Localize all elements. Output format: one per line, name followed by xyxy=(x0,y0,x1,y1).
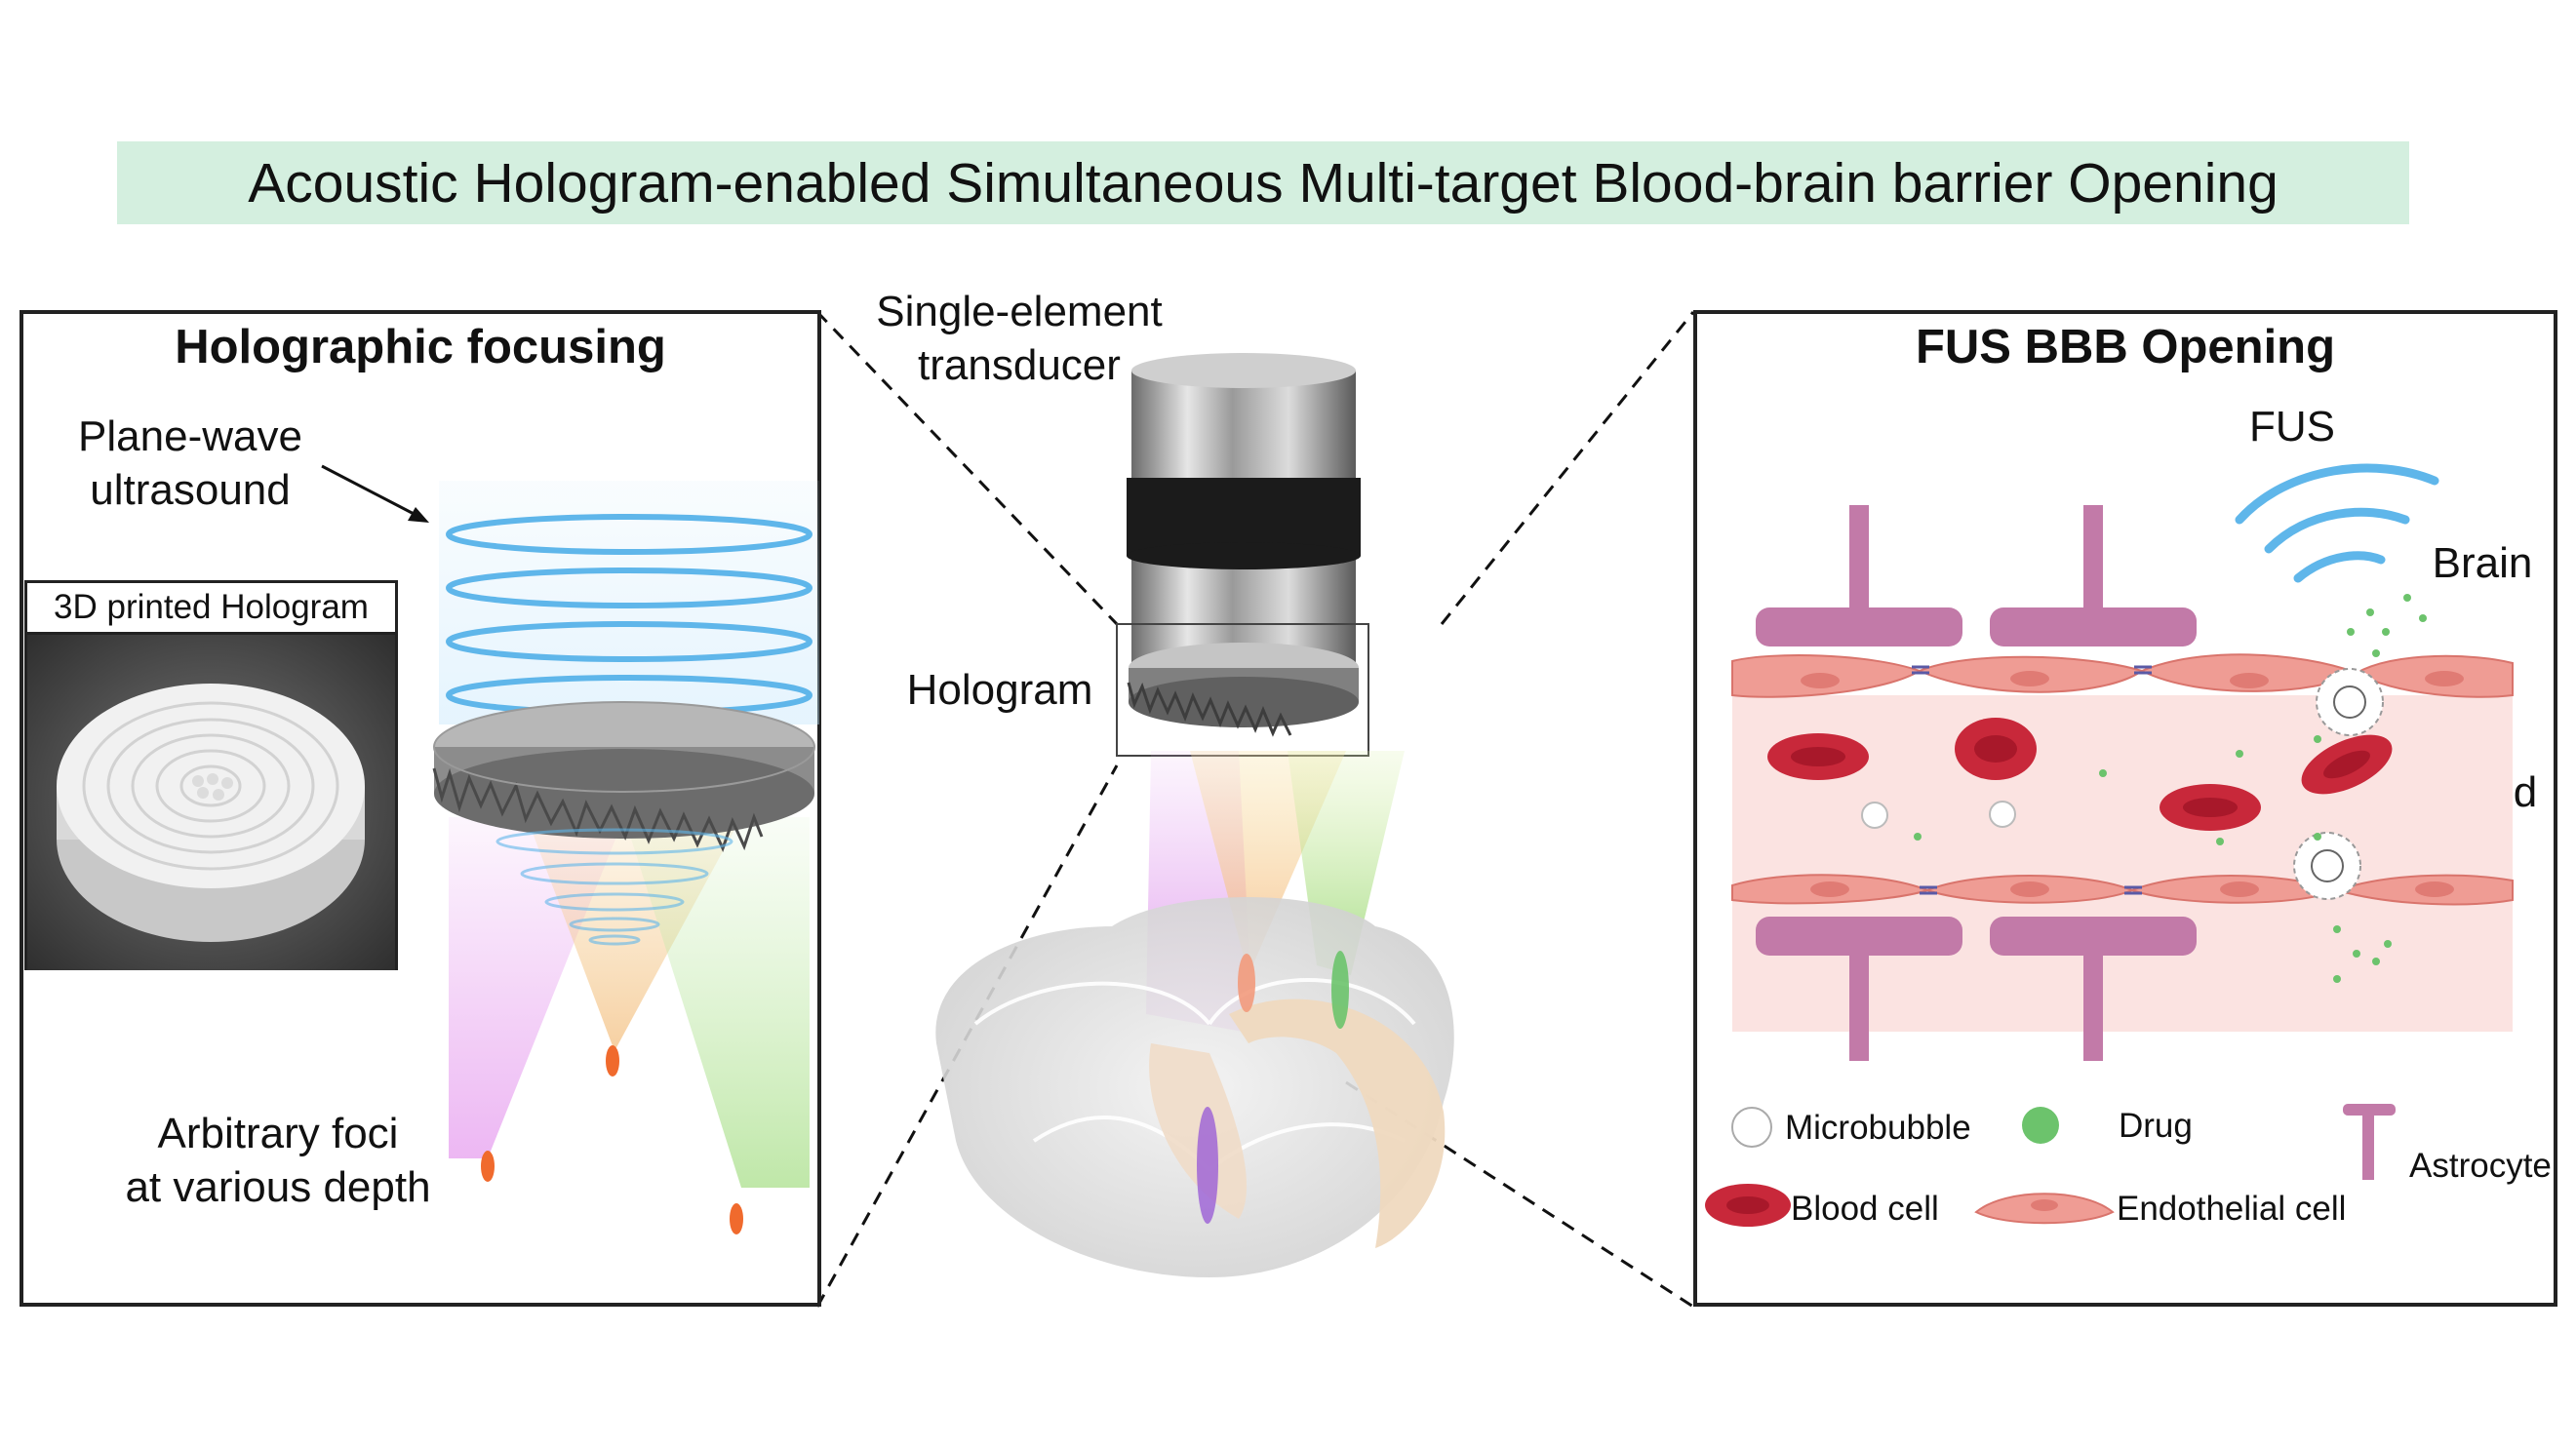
hologram-photo: 3D printed Hologram xyxy=(24,580,398,970)
transducer-brain-illustration xyxy=(935,353,1454,1277)
transducer-hologram-disc xyxy=(1127,643,1359,737)
focus-spot-right xyxy=(730,1203,743,1234)
legend-blood-cell-label: Blood cell xyxy=(1791,1190,1939,1228)
legend-astrocyte-icon xyxy=(2343,1104,2396,1180)
transducer-label-line1: Single-element xyxy=(876,288,1163,335)
mouse-brain xyxy=(935,897,1454,1277)
fus-wave-arcs xyxy=(2235,463,2439,583)
center-focus-green xyxy=(1331,951,1349,1029)
hologram-photo-image xyxy=(27,635,395,970)
legend-microbubble-label: Microbubble xyxy=(1785,1109,1971,1147)
fus-label: FUS xyxy=(2249,403,2335,450)
converging-rings xyxy=(495,828,733,946)
center-focus-orange xyxy=(1238,954,1255,1012)
holographic-focusing-illustration xyxy=(321,464,819,1234)
cavitating-microbubbles xyxy=(2293,668,2384,900)
bbb-illustration xyxy=(1705,463,2514,1227)
focus-spot-left xyxy=(481,1151,495,1182)
blood-cells xyxy=(1767,718,2393,831)
legend-astrocyte-label: Astrocyte xyxy=(2409,1147,2552,1185)
photo-caption: 3D printed Hologram xyxy=(27,583,395,635)
endothelial-nuclei xyxy=(1801,671,2464,897)
right-panel-heading: FUS BBB Opening xyxy=(1915,321,2336,373)
plane-wave-label-line1: Plane-wave xyxy=(78,412,302,460)
plane-wave-label: Plane-wave ultrasound xyxy=(44,410,337,517)
microbubble xyxy=(1861,802,1888,829)
plane-wave-arrowhead xyxy=(408,507,429,523)
plane-wave-arrow xyxy=(321,464,420,519)
plane-wave-label-line2: ultrasound xyxy=(90,466,291,514)
brain-label: Brain xyxy=(2432,539,2533,587)
legend-drug-icon xyxy=(2022,1107,2059,1144)
hologram-label: Hologram xyxy=(906,666,1093,714)
microbubble xyxy=(1989,801,2016,828)
tight-junctions xyxy=(1912,665,2152,895)
figure-title: Acoustic Hologram-enabled Simultaneous M… xyxy=(248,151,2279,215)
legend-blood-cell-icon xyxy=(1705,1184,1791,1227)
left-panel-heading: Holographic focusing xyxy=(175,321,666,373)
foci-label-line2: at various depth xyxy=(125,1163,431,1211)
focus-spot-center xyxy=(606,1045,619,1077)
astrocytes-top xyxy=(1756,505,2197,646)
legend-drug-label: Drug xyxy=(2119,1107,2193,1145)
transducer-label: Single-element transducer xyxy=(849,285,1190,392)
transducer-label-line2: transducer xyxy=(918,341,1121,389)
legend-endothelial-icon xyxy=(1974,1193,2115,1225)
title-banner: Acoustic Hologram-enabled Simultaneous M… xyxy=(117,141,2409,224)
hologram-disc xyxy=(432,701,815,852)
transducer xyxy=(1127,353,1361,692)
astrocytes-bottom xyxy=(1756,917,2197,1061)
legend-endothelial-label: Endothelial cell xyxy=(2117,1190,2347,1228)
center-focus-purple xyxy=(1197,1107,1218,1224)
legend-microbubble-icon xyxy=(1731,1107,1772,1148)
foci-label: Arbitrary foci at various depth xyxy=(93,1107,463,1214)
green-beam xyxy=(624,817,810,1188)
drug-particles xyxy=(1914,594,2427,983)
foci-label-line1: Arbitrary foci xyxy=(157,1110,399,1157)
